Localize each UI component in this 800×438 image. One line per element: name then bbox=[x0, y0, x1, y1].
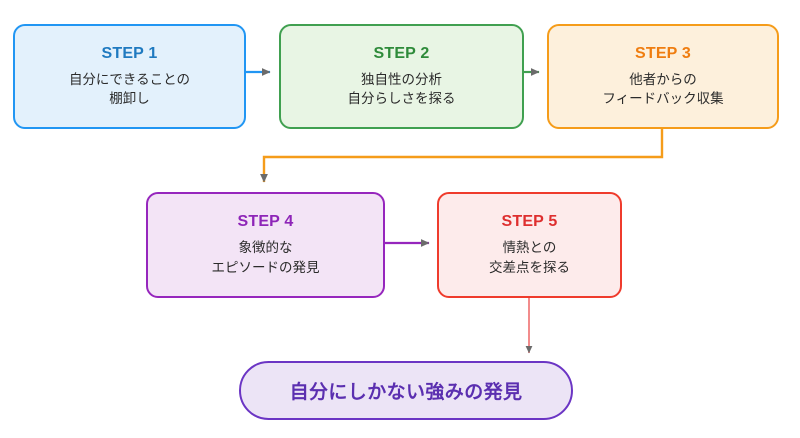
node-step2-body: 独自性の分析 自分らしさを探る bbox=[347, 71, 456, 106]
node-step5-body: 情熱との 交差点を探る bbox=[489, 240, 570, 275]
node-step4-title: STEP 4 bbox=[237, 213, 294, 231]
node-step4[interactable]: STEP 4 象徴的な エピソードの発見 bbox=[146, 192, 385, 298]
node-step5-title: STEP 5 bbox=[501, 213, 558, 231]
node-final-outcome-label: 自分にしかない強みの発見 bbox=[289, 382, 523, 403]
node-step2[interactable]: STEP 2 独自性の分析 自分らしさを探る bbox=[279, 24, 524, 129]
connector-step3-step4 bbox=[260, 129, 664, 183]
node-final-outcome[interactable]: 自分にしかない強みの発見 bbox=[239, 361, 573, 420]
node-step4-body: 象徴的な エピソードの発見 bbox=[211, 240, 320, 275]
node-step3-title: STEP 3 bbox=[634, 44, 692, 62]
node-step5[interactable]: STEP 5 情熱との 交差点を探る bbox=[437, 192, 622, 298]
node-step2-title: STEP 2 bbox=[373, 44, 430, 62]
node-step1[interactable]: STEP 1 自分にできることの 棚卸し bbox=[13, 24, 246, 129]
node-step3-body: 他者からの フィードバック収集 bbox=[602, 71, 724, 106]
node-step1-title: STEP 1 bbox=[101, 44, 158, 62]
node-step3[interactable]: STEP 3 他者からの フィードバック収集 bbox=[547, 24, 779, 129]
node-step1-body: 自分にできることの 棚卸し bbox=[68, 71, 191, 106]
